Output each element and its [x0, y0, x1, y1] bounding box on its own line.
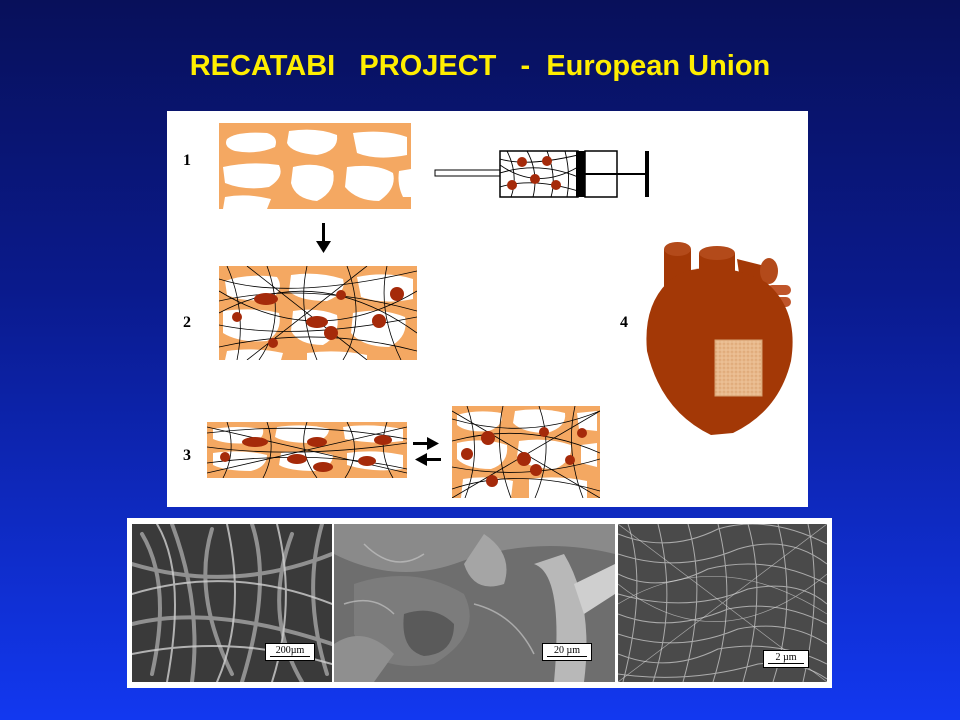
- scale-bar-1: 200µm: [265, 643, 315, 661]
- process-diagram: 1 2 3 4: [167, 111, 808, 507]
- scale-bar-3: 2 µm: [763, 650, 809, 668]
- scaffold-step-2: [219, 266, 417, 360]
- heart-illustration: [646, 242, 793, 435]
- scaffold-step-1: [219, 123, 411, 209]
- process-diagram-svg: 1 2 3 4: [183, 123, 793, 498]
- step-label-3: 3: [183, 447, 191, 464]
- slide-title: RECATABI PROJECT - European Union: [189, 50, 771, 82]
- scaffold-step-3-left: [207, 422, 407, 478]
- step-label-4: 4: [620, 314, 628, 331]
- scale-bar-2-label: 20 µm: [553, 645, 581, 656]
- sem-micrographs: 200µm 20 µm: [127, 518, 832, 688]
- arrow-down-icon: [316, 223, 331, 253]
- sem-image-fibers: 200µm: [132, 524, 332, 682]
- step-label-1: 1: [183, 152, 191, 169]
- scale-bar-3-label: 2 µm: [775, 652, 797, 663]
- syringe: [434, 150, 649, 198]
- sem-image-cells: 20 µm: [334, 524, 615, 682]
- cardiac-patch: [714, 339, 763, 397]
- bidirectional-arrows-icon: [413, 437, 441, 466]
- sem-image-nanofibers: 2 µm: [618, 524, 827, 682]
- scale-bar-2: 20 µm: [542, 643, 592, 661]
- scale-bar-1-label: 200µm: [275, 645, 305, 656]
- scaffold-step-3-right: [452, 406, 600, 498]
- step-label-2: 2: [183, 314, 191, 331]
